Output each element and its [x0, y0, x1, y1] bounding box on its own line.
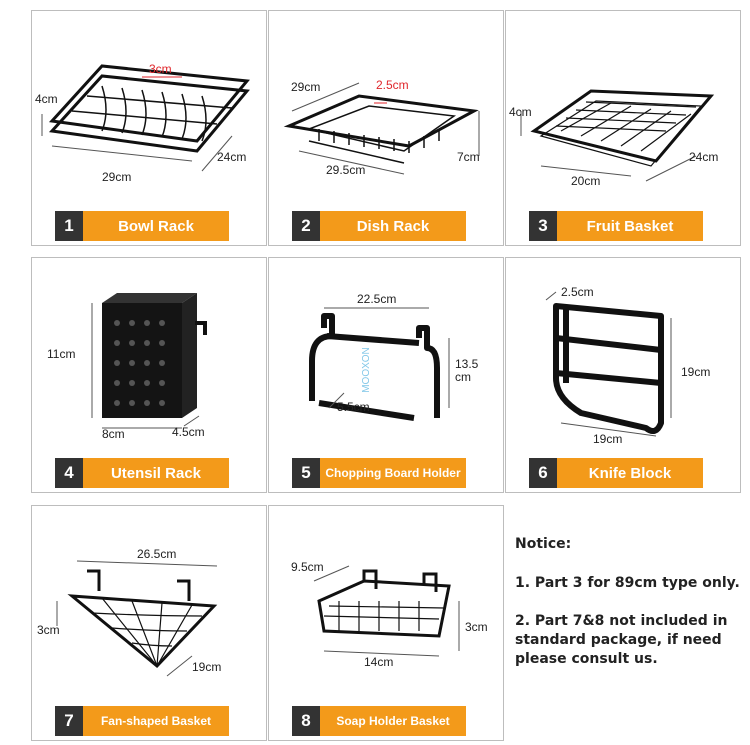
product-number: 1: [55, 211, 83, 241]
dim-c: 24cm: [217, 150, 246, 164]
dim-a: 2.5cm: [561, 285, 594, 299]
notice-line-1: 1. Part 3 for 89cm type only.: [515, 575, 740, 591]
product-name: Knife Block: [557, 458, 703, 488]
product-card-chopping-board-holder: MOOXON 22.5cm 13.5 cm 5.5cm 5 Chopping B…: [268, 257, 504, 493]
dim-a: 29cm: [291, 80, 320, 94]
product-number: 7: [55, 706, 83, 736]
product-card-fruit-basket: 4cm 24cm 20cm 3 Fruit Basket: [505, 10, 741, 246]
product-label: 2 Dish Rack: [292, 211, 466, 241]
product-card-soap-holder-basket: 9.5cm 3cm 14cm 8 Soap Holder Basket: [268, 505, 504, 741]
dim-d: 29cm: [102, 170, 131, 184]
product-number: 6: [529, 458, 557, 488]
dim-a: 11cm: [47, 347, 75, 361]
dim-c: 19cm: [593, 432, 622, 446]
product-name: Fan-shaped Basket: [83, 706, 229, 736]
chopping-board-holder-image: MOOXON 22.5cm 13.5 cm 5.5cm: [309, 292, 479, 421]
notice-panel: Notice: 1. Part 3 for 89cm type only. 2.…: [515, 535, 740, 688]
product-label: 4 Utensil Rack: [55, 458, 229, 488]
fan-shaped-basket-image: 26.5cm 3cm 19cm: [37, 547, 221, 677]
bowl-rack-image: 3cm 4cm 24cm 29cm: [35, 62, 250, 184]
product-label: 3 Fruit Basket: [529, 211, 703, 241]
dim-b: 4cm: [35, 92, 58, 106]
product-label: 1 Bowl Rack: [55, 211, 229, 241]
product-number: 2: [292, 211, 320, 241]
notice-line-2: 2. Part 7&8 not included in standard pac…: [515, 613, 728, 667]
knife-block-image: 2.5cm 19cm 19cm: [545, 285, 710, 446]
product-name: Chopping Board Holder: [320, 458, 466, 488]
dim-c: 20cm: [571, 174, 600, 188]
product-name: Fruit Basket: [557, 211, 703, 241]
dim-b: 3cm: [37, 623, 60, 637]
product-label: 7 Fan-shaped Basket: [55, 706, 229, 736]
product-name: Utensil Rack: [83, 458, 229, 488]
dish-rack-image: 29cm 2.5cm 7cm 29.5cm: [283, 78, 480, 177]
dim-c: 19cm: [192, 660, 221, 674]
dim-a: 26.5cm: [137, 547, 176, 561]
dim-a: 9.5cm: [291, 560, 324, 574]
product-card-dish-rack: 29cm 2.5cm 7cm 29.5cm 2 Dish Rack: [268, 10, 504, 246]
fruit-basket-image: 4cm 24cm 20cm: [509, 89, 718, 188]
dim-b: 19cm: [681, 365, 710, 379]
dim-a: 4cm: [509, 105, 532, 119]
product-label: 6 Knife Block: [529, 458, 703, 488]
product-name: Bowl Rack: [83, 211, 229, 241]
product-label: 5 Chopping Board Holder: [292, 458, 466, 488]
dim-b-unit: cm: [455, 370, 471, 384]
product-label: 8 Soap Holder Basket: [292, 706, 466, 736]
dim-b: 13.5: [455, 357, 479, 371]
dim-c: 14cm: [364, 655, 393, 669]
dim-b: 2.5cm: [376, 78, 409, 92]
product-card-fan-shaped-basket: 26.5cm 3cm 19cm 7 Fan-shaped Basket: [31, 505, 267, 741]
product-number: 4: [55, 458, 83, 488]
dim-c: 7cm: [457, 150, 480, 164]
product-card-bowl-rack: 3cm 4cm 24cm 29cm 1 Bowl Rack: [31, 10, 267, 246]
dim-b: 8cm: [102, 427, 125, 441]
product-card-utensil-rack: 11cm 8cm 4.5cm 4 Utensil Rack: [31, 257, 267, 493]
notice-title: Notice:: [515, 536, 572, 552]
product-card-knife-block: 2.5cm 19cm 19cm 6 Knife Block: [505, 257, 741, 493]
product-name: Dish Rack: [320, 211, 466, 241]
product-number: 3: [529, 211, 557, 241]
dim-c: 5.5cm: [337, 400, 370, 414]
dim-b: 3cm: [465, 620, 488, 634]
soap-holder-basket-image: 9.5cm 3cm 14cm: [291, 560, 488, 669]
product-number: 5: [292, 458, 320, 488]
dim-a: 22.5cm: [357, 292, 396, 306]
watermark: MOOXON: [361, 347, 372, 393]
dim-a: 3cm: [149, 62, 172, 76]
product-name: Soap Holder Basket: [320, 706, 466, 736]
dim-b: 24cm: [689, 150, 718, 164]
product-number: 8: [292, 706, 320, 736]
utensil-rack-image: 11cm 8cm 4.5cm: [47, 293, 207, 441]
dim-d: 29.5cm: [326, 163, 365, 177]
dim-c: 4.5cm: [172, 425, 205, 439]
